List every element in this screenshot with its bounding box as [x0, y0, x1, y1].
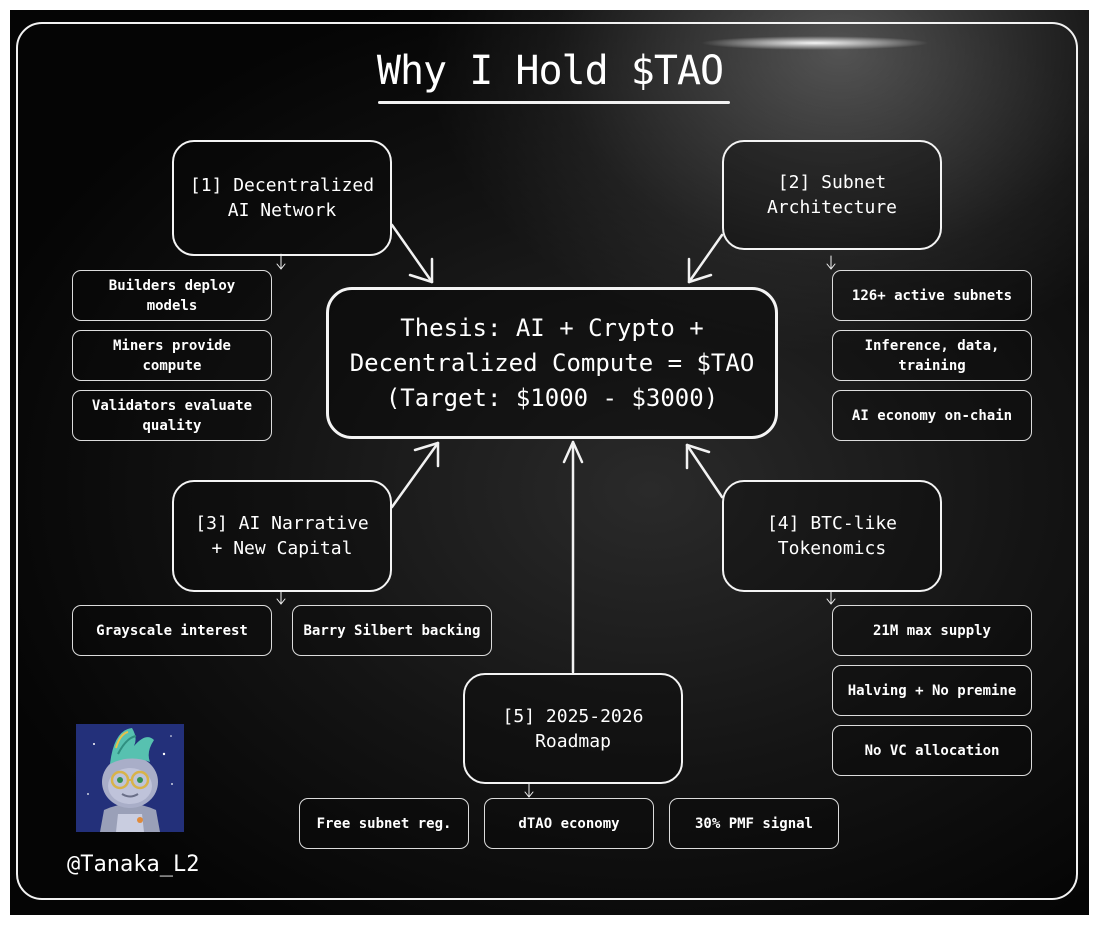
tick-pillar-1 [276, 253, 286, 270]
pillar-3-box: [3] AI Narrative + New Capital [172, 480, 392, 592]
tick-pillar-2 [826, 255, 836, 270]
pillar-1-point-2: Miners provide compute [72, 330, 272, 381]
pillar-2-point-1: 126+ active subnets [832, 270, 1032, 321]
connector-layer [276, 223, 836, 798]
arrow-pillar-2-to-thesis [687, 233, 724, 284]
tick-pillar-4 [826, 591, 836, 605]
pillar-2-point-3: AI economy on-chain [832, 390, 1032, 441]
page-title: Why I Hold $TAO [376, 48, 724, 94]
pillar-3-point-1: Grayscale interest [72, 605, 272, 656]
pillar-4-point-2: Halving + No premine [832, 665, 1032, 716]
pillar-1-box: [1] Decentralized AI Network [172, 140, 392, 256]
arrow-pillar-3-to-thesis [390, 441, 440, 509]
arrow-pillar-1-to-thesis [390, 223, 434, 284]
arrow-pillar-4-to-thesis [685, 443, 724, 499]
pillar-4-box: [4] BTC-like Tokenomics [722, 480, 942, 592]
light-glare [700, 36, 930, 50]
tick-pillar-3 [276, 591, 286, 605]
pillar-5-point-3: 30% PMF signal [669, 798, 839, 849]
thesis-box: Thesis: AI + Crypto + Decentralized Comp… [326, 287, 778, 439]
pillar-3-point-2: Barry Silbert backing [292, 605, 492, 656]
pillar-5-box: [5] 2025-2026 Roadmap [463, 673, 683, 784]
diagram-canvas: Why I Hold $TAO Thesis: AI + Crypto + De… [10, 10, 1089, 915]
author-handle: @Tanaka_L2 [67, 852, 200, 877]
pillar-5-point-1: Free subnet reg. [299, 798, 469, 849]
robot-mohawk-avatar-icon [76, 724, 184, 832]
tick-pillar-5 [524, 783, 534, 798]
pillar-4-point-3: No VC allocation [832, 725, 1032, 776]
outer-frame [16, 22, 1078, 900]
pillar-1-point-3: Validators evaluate quality [72, 390, 272, 441]
pillar-2-point-2: Inference, data, training [832, 330, 1032, 381]
pillar-5-point-2: dTAO economy [484, 798, 654, 849]
pillar-1-point-1: Builders deploy models [72, 270, 272, 321]
title-underline [378, 101, 730, 104]
arrow-pillar-5-to-thesis [562, 440, 584, 674]
pillar-4-point-1: 21M max supply [832, 605, 1032, 656]
pillar-2-box: [2] Subnet Architecture [722, 140, 942, 250]
